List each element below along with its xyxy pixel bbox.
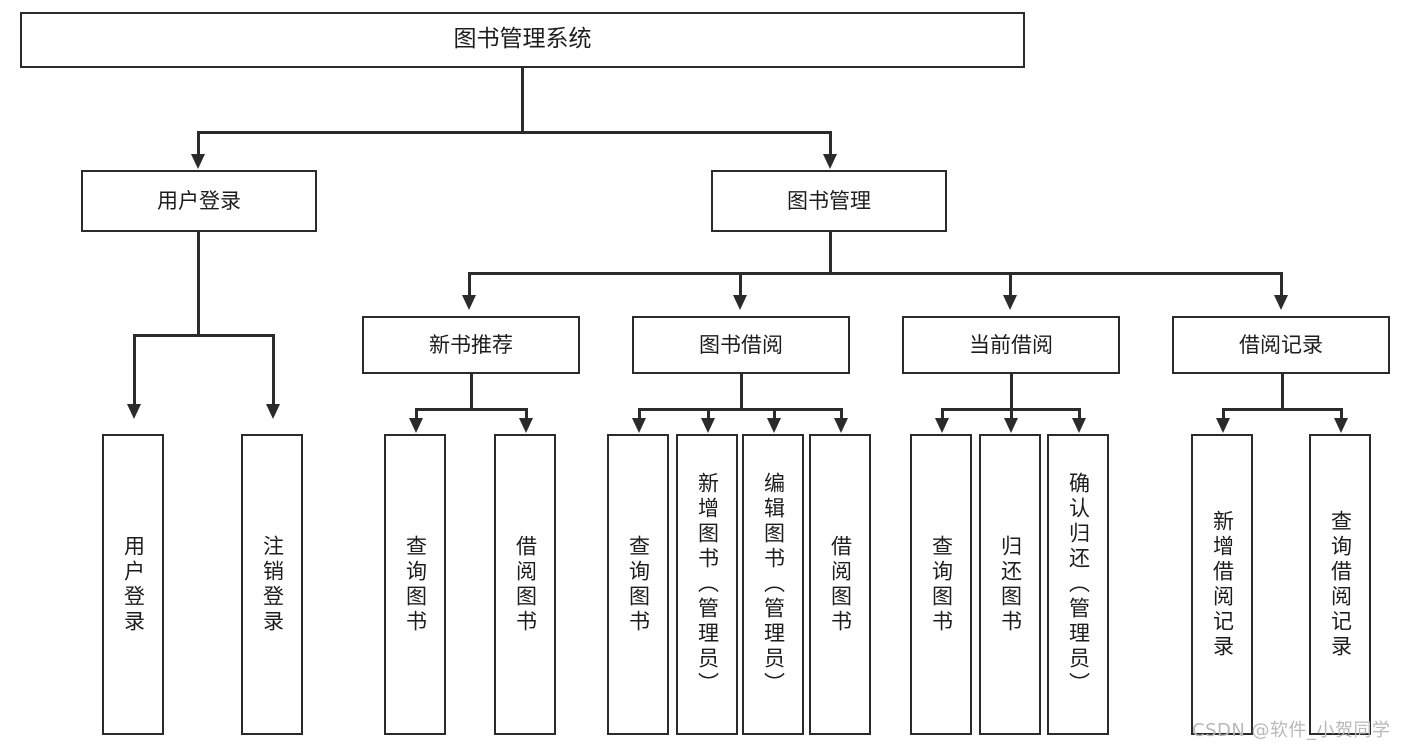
arrowhead-book-borrow-leaf-4 bbox=[834, 418, 848, 433]
leaf-new-book-borrow[interactable]: 借阅图书 bbox=[494, 434, 556, 735]
leaf-label: 查询借阅记录 bbox=[1328, 509, 1353, 660]
node-user-login-label: 用户登录 bbox=[157, 188, 241, 213]
connector-root-stem bbox=[521, 68, 524, 133]
arrowhead-borrow-record-leaf-1 bbox=[1216, 418, 1230, 433]
node-user-login[interactable]: 用户登录 bbox=[81, 170, 317, 232]
arrowhead-root-to-book-manage bbox=[823, 154, 837, 169]
node-borrow-record[interactable]: 借阅记录 bbox=[1172, 316, 1390, 374]
arrowhead-current-borrow-leaf-2 bbox=[1004, 418, 1018, 433]
connector-borrow-record-bus bbox=[1222, 408, 1342, 411]
leaf-borrow-record-add[interactable]: 新增借阅记录 bbox=[1191, 434, 1253, 735]
leaf-label: 查询图书 bbox=[403, 534, 428, 635]
arrowhead-root-to-user-login bbox=[191, 154, 205, 169]
node-book-manage-label: 图书管理 bbox=[787, 188, 871, 213]
connector-user-login-drop-2 bbox=[272, 334, 275, 406]
connector-new-book-drop-2 bbox=[525, 408, 528, 420]
connector-book-borrow-stem bbox=[740, 374, 743, 410]
arrowhead-book-borrow-leaf-3 bbox=[767, 418, 781, 433]
connector-borrow-record-stem bbox=[1281, 374, 1284, 410]
node-book-borrow[interactable]: 图书借阅 bbox=[632, 316, 850, 374]
connector-current-borrow-drop-2 bbox=[1010, 408, 1013, 420]
connector-book-borrow-drop-2 bbox=[707, 408, 710, 420]
leaf-label: 编辑图书（管理员） bbox=[761, 472, 786, 697]
leaf-book-borrow-borrow[interactable]: 借阅图书 bbox=[809, 434, 871, 735]
connector-new-book-stem bbox=[470, 374, 473, 410]
node-current-borrow-label: 当前借阅 bbox=[969, 332, 1053, 357]
leaf-label: 注销登录 bbox=[260, 534, 285, 635]
connector-current-borrow-stem bbox=[1010, 374, 1013, 410]
arrowhead-borrow-record-leaf-2 bbox=[1334, 418, 1348, 433]
connector-book-manage-drop-1 bbox=[468, 272, 471, 297]
leaf-label: 用户登录 bbox=[121, 534, 146, 635]
connector-book-borrow-bus bbox=[638, 408, 842, 411]
leaf-label: 借阅图书 bbox=[513, 534, 538, 635]
arrowhead-new-book-leaf-2 bbox=[519, 418, 533, 433]
arrowhead-book-manage-to-current-borrow bbox=[1003, 295, 1017, 310]
arrowhead-user-login-leaf-1 bbox=[127, 404, 141, 419]
arrowhead-user-login-leaf-2 bbox=[266, 404, 280, 419]
connector-book-borrow-drop-4 bbox=[840, 408, 843, 420]
connector-user-login-drop-1 bbox=[133, 334, 136, 406]
node-current-borrow[interactable]: 当前借阅 bbox=[902, 316, 1120, 374]
arrowhead-current-borrow-leaf-3 bbox=[1072, 418, 1086, 433]
node-new-book-label: 新书推荐 bbox=[429, 332, 513, 357]
arrowhead-book-manage-to-borrow-record bbox=[1274, 295, 1288, 310]
connector-root-bus bbox=[197, 131, 831, 134]
arrowhead-book-borrow-leaf-2 bbox=[701, 418, 715, 433]
connector-book-manage-drop-4 bbox=[1280, 272, 1283, 297]
arrowhead-book-manage-to-new-book bbox=[462, 295, 476, 310]
leaf-label: 新增借阅记录 bbox=[1210, 509, 1235, 660]
arrowhead-book-manage-to-book-borrow bbox=[733, 295, 747, 310]
leaf-user-login-login[interactable]: 用户登录 bbox=[102, 434, 164, 735]
leaf-new-book-query[interactable]: 查询图书 bbox=[384, 434, 446, 735]
arrowhead-current-borrow-leaf-1 bbox=[935, 418, 949, 433]
node-borrow-record-label: 借阅记录 bbox=[1239, 332, 1323, 357]
leaf-current-borrow-return[interactable]: 归还图书 bbox=[979, 434, 1041, 735]
leaf-book-borrow-query[interactable]: 查询图书 bbox=[607, 434, 669, 735]
leaf-label: 查询图书 bbox=[626, 534, 651, 635]
connector-book-manage-drop-3 bbox=[1009, 272, 1012, 297]
leaf-current-borrow-confirm[interactable]: 确认归还（管理员） bbox=[1047, 434, 1109, 735]
connector-root-to-book-manage bbox=[829, 131, 832, 156]
connector-current-borrow-drop-3 bbox=[1078, 408, 1081, 420]
leaf-label: 新增图书（管理员） bbox=[695, 472, 720, 697]
arrowhead-new-book-leaf-1 bbox=[409, 418, 423, 433]
leaf-label: 借阅图书 bbox=[828, 534, 853, 635]
connector-new-book-drop-1 bbox=[415, 408, 418, 420]
connector-user-login-bus bbox=[133, 334, 274, 337]
connector-borrow-record-drop-2 bbox=[1340, 408, 1343, 420]
arrowhead-book-borrow-leaf-1 bbox=[632, 418, 646, 433]
node-root-system[interactable]: 图书管理系统 bbox=[20, 12, 1025, 68]
connector-book-manage-drop-2 bbox=[739, 272, 742, 297]
connector-borrow-record-drop-1 bbox=[1222, 408, 1225, 420]
connector-user-login-stem bbox=[197, 232, 200, 336]
node-root-label: 图书管理系统 bbox=[453, 26, 592, 53]
connector-book-manage-bus bbox=[468, 272, 1280, 275]
leaf-user-login-logout[interactable]: 注销登录 bbox=[241, 434, 303, 735]
leaf-book-borrow-edit[interactable]: 编辑图书（管理员） bbox=[742, 434, 804, 735]
leaf-borrow-record-query[interactable]: 查询借阅记录 bbox=[1309, 434, 1371, 735]
leaf-book-borrow-add[interactable]: 新增图书（管理员） bbox=[676, 434, 738, 735]
connector-book-manage-stem bbox=[829, 232, 832, 274]
leaf-label: 确认归还（管理员） bbox=[1066, 472, 1091, 697]
connector-book-borrow-drop-3 bbox=[773, 408, 776, 420]
connector-book-borrow-drop-1 bbox=[638, 408, 641, 420]
leaf-label: 归还图书 bbox=[998, 534, 1023, 635]
leaf-current-borrow-query[interactable]: 查询图书 bbox=[910, 434, 972, 735]
leaf-label: 查询图书 bbox=[929, 534, 954, 635]
node-new-book[interactable]: 新书推荐 bbox=[362, 316, 580, 374]
connector-current-borrow-drop-1 bbox=[941, 408, 944, 420]
node-book-manage[interactable]: 图书管理 bbox=[711, 170, 947, 232]
connector-root-to-user-login bbox=[197, 131, 200, 156]
node-book-borrow-label: 图书借阅 bbox=[699, 332, 783, 357]
connector-new-book-bus bbox=[415, 408, 527, 411]
